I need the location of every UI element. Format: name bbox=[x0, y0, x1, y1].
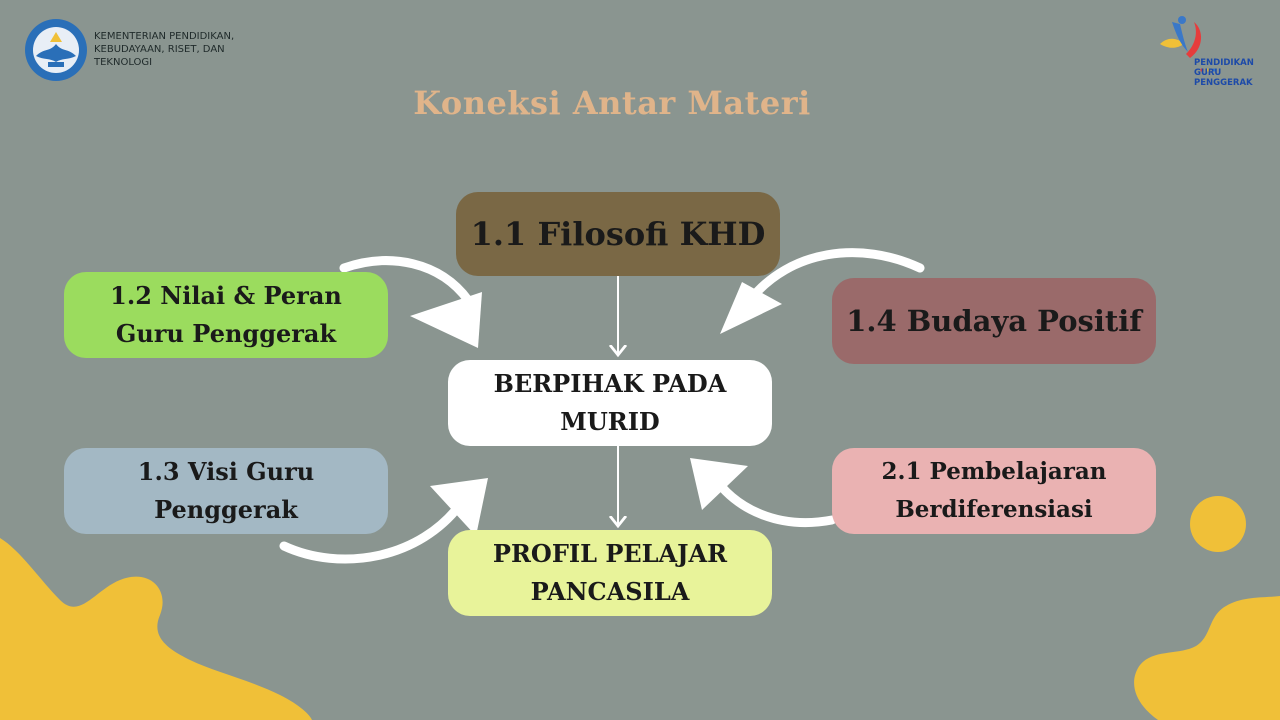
logo-line-2: GURU bbox=[1194, 68, 1222, 78]
curved-arrow-visi bbox=[279, 478, 488, 564]
node-label-line-2: PANCASILA bbox=[530, 577, 690, 606]
node-budaya-positif: 1.4 Budaya Positif bbox=[832, 278, 1156, 364]
ministry-logo: KEMENTERIAN PENDIDIKAN, KEBUDAYAAN, RISE… bbox=[24, 18, 244, 82]
node-pembelajaran-berdiferensiasi: 2.1 Pembelajaran Berdiferensiasi bbox=[832, 448, 1156, 534]
node-visi-guru-penggerak: 1.3 Visi Guru Penggerak bbox=[64, 448, 388, 534]
yellow-blob-left bbox=[0, 538, 312, 720]
node-label-line-2: MURID bbox=[560, 407, 660, 436]
node-filosofi-khd: 1.1 Filosofi KHD bbox=[456, 192, 780, 276]
node-profil-pelajar-pancasila: PROFIL PELAJAR PANCASILA bbox=[448, 530, 772, 616]
curved-arrow-diferensiasi bbox=[690, 458, 837, 528]
node-label-line-2: Guru Penggerak bbox=[115, 319, 337, 348]
logo-line-3: PENGGERAK bbox=[1194, 78, 1253, 88]
node-label-line-2: Berdiferensiasi bbox=[895, 496, 1093, 523]
node-label: 1.1 Filosofi KHD bbox=[470, 215, 766, 253]
guru-penggerak-logo: PENDIDIKAN GURU PENGGERAK bbox=[1150, 14, 1262, 94]
curved-arrow-nilai bbox=[339, 256, 482, 348]
node-label-line-2: Penggerak bbox=[154, 495, 298, 524]
node-label-line-1: 2.1 Pembelajaran bbox=[881, 458, 1107, 485]
node-label-line-1: 1.3 Visi Guru bbox=[137, 457, 315, 486]
logo-line-1: PENDIDIKAN bbox=[1194, 58, 1254, 68]
node-label-line-1: BERPIHAK PADA bbox=[493, 369, 727, 398]
node-nilai-peran: 1.2 Nilai & Peran Guru Penggerak bbox=[64, 272, 388, 358]
guru-penggerak-emblem-icon bbox=[1160, 16, 1216, 72]
slide-title: Koneksi Antar Materi bbox=[413, 84, 811, 122]
curved-arrow-budaya bbox=[720, 248, 925, 334]
node-label-line-1: PROFIL PELAJAR bbox=[492, 539, 728, 568]
node-label: 1.4 Budaya Positif bbox=[846, 304, 1142, 338]
node-berpihak-pada-murid: BERPIHAK PADA MURID bbox=[448, 360, 772, 446]
tut-wuri-handayani-emblem-icon bbox=[25, 19, 87, 81]
node-label-line-1: 1.2 Nilai & Peran bbox=[110, 281, 342, 310]
yellow-dot bbox=[1190, 496, 1246, 552]
yellow-blob-right bbox=[1134, 596, 1280, 720]
ministry-name: KEMENTERIAN PENDIDIKAN, KEBUDAYAAN, RISE… bbox=[94, 31, 235, 68]
